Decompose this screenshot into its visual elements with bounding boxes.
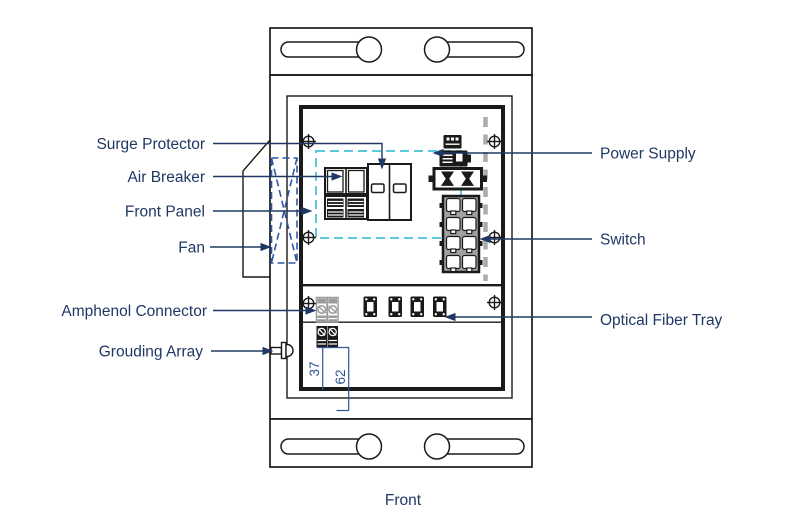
amphenol-lower-blocks xyxy=(316,326,338,348)
cabinet-outline xyxy=(269,27,533,468)
switch-ports xyxy=(445,197,477,273)
fiber-coupler xyxy=(428,167,487,191)
label-surge-protector: Surge Protector xyxy=(96,136,205,153)
panel-screws xyxy=(301,134,502,311)
label-grounding-array: Grouding Array xyxy=(99,344,203,361)
dimension-text-62: 62 xyxy=(333,369,348,384)
coupler-port xyxy=(441,171,454,186)
optical-adapter xyxy=(433,296,447,317)
side-flap xyxy=(242,139,271,278)
screw-icon xyxy=(301,296,316,311)
screw-icon xyxy=(487,230,502,245)
optical-adapter xyxy=(388,296,402,317)
amphenol-connector xyxy=(315,296,339,348)
switch-side-pins xyxy=(439,203,483,265)
screw-icon xyxy=(487,134,502,149)
label-air-breaker: Air Breaker xyxy=(127,169,205,186)
screw-icon xyxy=(301,134,316,149)
label-amphenol-connector: Amphenol Connector xyxy=(61,303,207,320)
keyhole-slot-bottom-right xyxy=(423,433,525,460)
surge-protector xyxy=(367,163,412,221)
optical-adapter xyxy=(363,296,377,317)
keyhole-slot-top-right xyxy=(423,36,525,63)
labels: Surge Protector Air Breaker Front Panel … xyxy=(61,136,722,509)
label-optical-fiber-tray: Optical Fiber Tray xyxy=(600,312,723,329)
leader-lines xyxy=(210,142,592,356)
coupler-port xyxy=(461,171,474,186)
screw-icon xyxy=(301,230,316,245)
front-panel-dashed-outline xyxy=(315,150,462,239)
label-front-panel: Front Panel xyxy=(125,204,205,221)
keyhole-slot-top-left xyxy=(280,36,383,63)
optical-adapter xyxy=(410,296,424,317)
leader-surge-protector xyxy=(213,142,387,170)
air-breaker xyxy=(324,167,368,220)
dimension-text-37: 37 xyxy=(307,361,322,376)
keyhole-slot-bottom-left xyxy=(280,433,383,460)
power-supply xyxy=(439,135,471,167)
label-switch: Switch xyxy=(600,232,646,249)
optical-adapters xyxy=(363,296,447,317)
dimension-lines xyxy=(317,346,350,412)
label-power-supply: Power Supply xyxy=(600,146,696,163)
front-panel-plate xyxy=(299,105,505,391)
screw-icon xyxy=(487,295,502,310)
label-fan: Fan xyxy=(178,240,205,257)
breaker-terminals xyxy=(327,198,364,218)
ethernet-switch xyxy=(439,194,483,274)
front-caption: Front xyxy=(385,492,422,509)
grounding-stud xyxy=(270,341,294,360)
inner-frame xyxy=(286,95,513,399)
